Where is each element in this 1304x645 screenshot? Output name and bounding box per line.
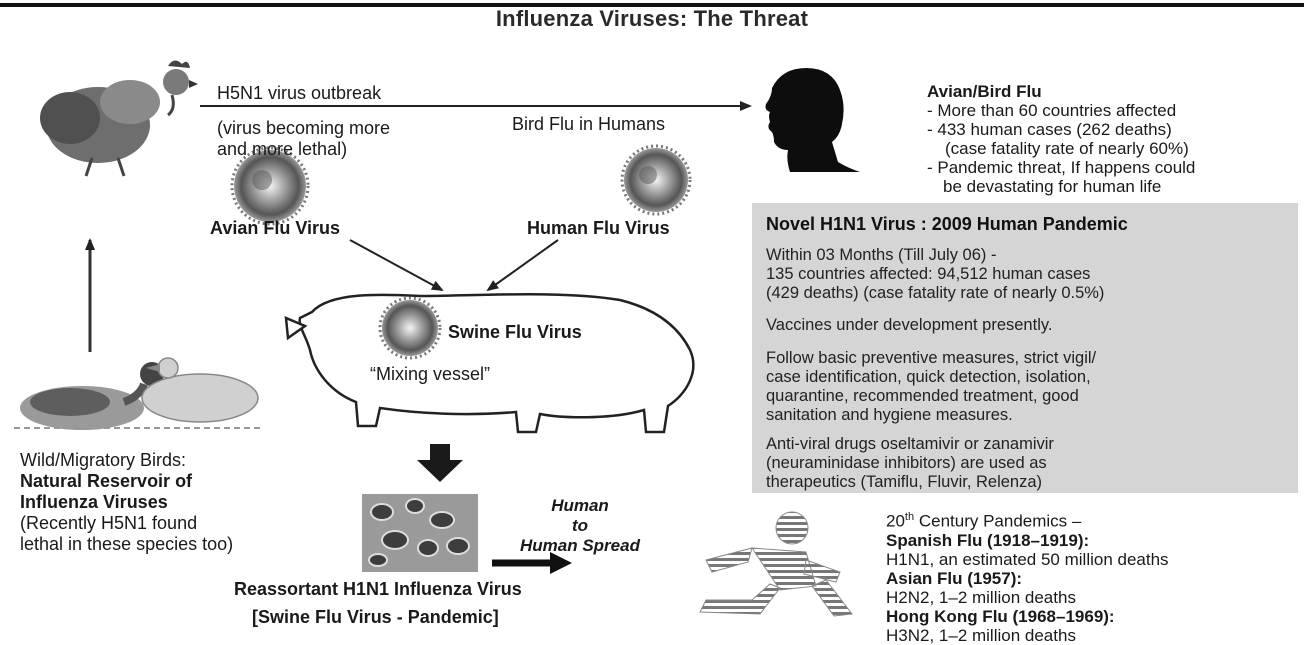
- reassortant-title: Reassortant H1N1 Influenza Virus: [234, 579, 522, 600]
- panel-line: (429 deaths) (case fatality rate of near…: [766, 284, 1104, 303]
- pig-to-reassortant-arrow: [417, 444, 463, 482]
- virus-icon-human: [622, 146, 690, 214]
- panel-line: Anti-viral drugs oseltamivir or zanamivi…: [766, 435, 1054, 454]
- spread-line: to: [490, 516, 670, 536]
- mixing-vessel-label: “Mixing vessel”: [370, 364, 490, 385]
- pandemic-name: Hong Kong Flu (1968–1969):: [886, 607, 1169, 626]
- panel-line: Within 03 Months (Till July 06) -: [766, 246, 1104, 265]
- panel-paragraph: Anti-viral drugs oseltamivir or zanamivi…: [766, 435, 1054, 492]
- bird-flu-humans-label: Bird Flu in Humans: [512, 114, 665, 135]
- panel-line: 135 countries affected: 94,512 human cas…: [766, 265, 1104, 284]
- panel-line: Vaccines under development presently.: [766, 316, 1052, 335]
- pandemic-detail: H3N2, 1–2 million deaths: [886, 626, 1169, 645]
- panel-paragraph: Vaccines under development presently.: [766, 316, 1052, 335]
- panel-paragraph: Follow basic preventive measures, strict…: [766, 349, 1096, 425]
- human-head-silhouette-icon: [766, 68, 861, 172]
- avian-flu-line: - 433 human cases (262 deaths): [927, 120, 1195, 139]
- panel-paragraph: Within 03 Months (Till July 06) - 135 co…: [766, 246, 1104, 303]
- pandemic-name: Asian Flu (1957):: [886, 569, 1169, 588]
- human-to-pig-arrow: [488, 240, 558, 290]
- birds-bold-line: Influenza Viruses: [20, 492, 233, 513]
- avian-flu-line: - More than 60 countries affected: [927, 101, 1195, 120]
- human-flu-virus-label: Human Flu Virus: [527, 218, 670, 239]
- pandemic-detail: H2N2, 1–2 million deaths: [886, 588, 1169, 607]
- avian-to-pig-arrow: [350, 240, 442, 290]
- panel-title: Novel H1N1 Virus : 2009 Human Pandemic: [766, 214, 1128, 235]
- avian-flu-line: - Pandemic threat, If happens could: [927, 158, 1195, 177]
- pandemics-heading-sup: th: [905, 511, 914, 523]
- birds-note-line: (Recently H5N1 found: [20, 513, 233, 534]
- migratory-birds-caption: Wild/Migratory Birds: Natural Reservoir …: [20, 450, 233, 555]
- pandemic-detail: H1N1, an estimated 50 million deaths: [886, 550, 1169, 569]
- birds-note-line: lethal in these species too): [20, 534, 233, 555]
- avian-flu-heading: Avian/Bird Flu: [927, 82, 1195, 101]
- ducks-icon: [14, 358, 262, 430]
- virus-micrograph-icon: [362, 494, 478, 572]
- avian-flu-virus-label: Avian Flu Virus: [210, 218, 340, 239]
- avian-flu-info: Avian/Bird Flu - More than 60 countries …: [927, 82, 1195, 196]
- outbreak-note: (virus becoming more and more lethal): [217, 118, 390, 160]
- panel-line: therapeutics (Tamiflu, Fluvir, Relenza): [766, 473, 1054, 492]
- swine-flu-virus-label: Swine Flu Virus: [448, 322, 582, 343]
- reassortant-subtitle: [Swine Flu Virus - Pandemic]: [252, 607, 499, 628]
- outbreak-label: H5N1 virus outbreak: [217, 83, 381, 104]
- panel-line: (neuraminidase inhibitors) are used as: [766, 454, 1054, 473]
- pandemics-list: 20th Century Pandemics – Spanish Flu (19…: [886, 508, 1169, 645]
- birds-bold-line: Natural Reservoir of: [20, 471, 233, 492]
- panel-line: case identification, quick detection, is…: [766, 368, 1096, 387]
- human-spread-label: Human to Human Spread: [490, 496, 670, 556]
- spread-line: Human Spread: [490, 536, 670, 556]
- panel-line: quarantine, recommended treatment, good: [766, 387, 1096, 406]
- pandemic-name: Spanish Flu (1918–1919):: [886, 531, 1169, 550]
- avian-flu-line: be devastating for human life: [927, 177, 1195, 196]
- pandemics-heading-prefix: 20: [886, 512, 905, 531]
- spread-line: Human: [490, 496, 670, 516]
- panel-line: sanitation and hygiene measures.: [766, 406, 1096, 425]
- avian-flu-line: (case fatality rate of nearly 60%): [927, 139, 1195, 158]
- pandemics-heading-suffix: Century Pandemics –: [914, 512, 1081, 531]
- chicken-icon: [40, 60, 198, 176]
- pandemics-heading: 20th Century Pandemics –: [886, 508, 1169, 531]
- birds-line: Wild/Migratory Birds:: [20, 450, 233, 471]
- panel-line: Follow basic preventive measures, strict…: [766, 349, 1096, 368]
- outbreak-note-line: and more lethal): [217, 139, 390, 160]
- running-person-icon: [700, 512, 852, 616]
- outbreak-note-line: (virus becoming more: [217, 118, 390, 139]
